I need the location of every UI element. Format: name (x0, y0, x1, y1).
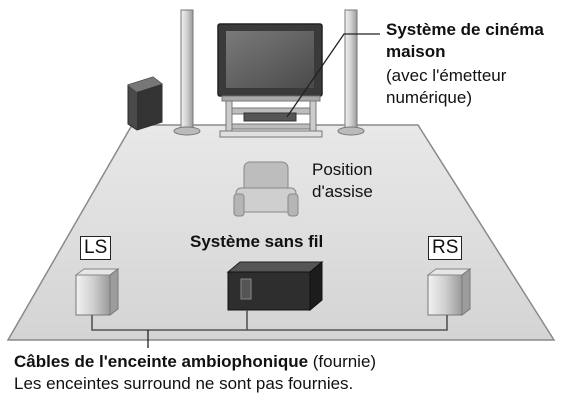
subwoofer-icon (127, 76, 163, 131)
surround-cable (247, 315, 448, 331)
surround-speaker-icon (74, 268, 120, 316)
room-floor (6, 124, 556, 341)
wireless-receiver-icon (226, 260, 324, 312)
surround-cable (91, 310, 248, 331)
tall-speaker-icon (173, 9, 201, 136)
surround-speaker-icon (426, 268, 472, 316)
home-theater-title-line2: maison (386, 42, 446, 61)
leader-line (286, 33, 380, 118)
footer-note: Les enceintes surround ne sont pas fourn… (14, 374, 354, 393)
cable-caption-note: (fournie) (308, 352, 377, 371)
home-theater-note-line2: numérique) (386, 88, 472, 107)
home-theater-note-line1: (avec l'émetteur (386, 66, 507, 85)
seat-label-line1: Position (312, 160, 373, 179)
wireless-system-label: Système sans fil (190, 232, 324, 251)
seat-label-line2: d'assise (312, 182, 373, 201)
armchair-icon (233, 161, 299, 217)
tall-speaker-icon (337, 9, 365, 136)
tv-icon (217, 23, 323, 138)
home-theater-title-line1: Système de cinéma (386, 20, 544, 39)
cable-caption-bold: Câbles de l'enceinte ambiophonique (14, 352, 309, 371)
left-surround-tag: LS (80, 236, 112, 260)
cable-caption: Câbles de l'enceinte ambiophonique (four… (14, 352, 376, 372)
right-surround-tag: RS (428, 236, 463, 260)
